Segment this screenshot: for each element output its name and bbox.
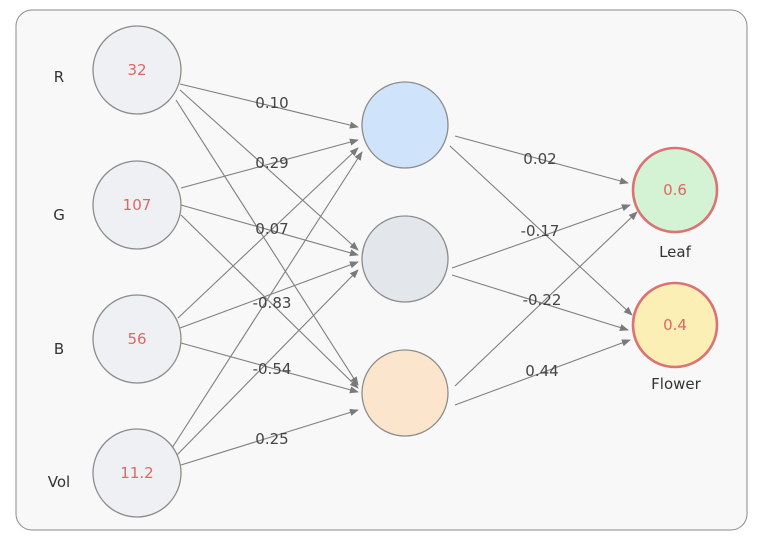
hidden-node-3 bbox=[361, 349, 449, 437]
weight-label: -0.54 bbox=[253, 360, 292, 378]
edge-g-h2 bbox=[180, 204, 359, 257]
output-node-flower bbox=[631, 281, 719, 369]
edge-h3-leaf bbox=[454, 211, 638, 387]
edge-h2-flower bbox=[451, 274, 629, 332]
weight-label: -0.22 bbox=[523, 291, 562, 309]
hidden-node-1 bbox=[361, 81, 449, 169]
input-value-g: 107 bbox=[123, 196, 152, 214]
edge-r-h1 bbox=[179, 83, 359, 129]
edge-vol-h2 bbox=[175, 269, 359, 457]
edge-h1-leaf bbox=[454, 135, 629, 185]
edge-r-h2 bbox=[179, 89, 359, 251]
weight-labels: 0.10 0.29 0.07 -0.83 -0.54 0.25 0.02 -0.… bbox=[253, 94, 562, 448]
input-node-r bbox=[92, 25, 182, 115]
input-label-r: R bbox=[54, 68, 64, 86]
edge-h2-leaf bbox=[451, 204, 631, 269]
edge-h1-flower bbox=[449, 145, 633, 316]
input-node-g bbox=[92, 160, 182, 250]
edge-vol-h3 bbox=[180, 408, 359, 466]
weight-label: 0.44 bbox=[525, 362, 558, 380]
output-value-leaf: 0.6 bbox=[663, 181, 687, 199]
input-value-vol: 11.2 bbox=[120, 464, 153, 482]
edge-r-h3 bbox=[175, 99, 359, 386]
edge-h3-flower bbox=[454, 339, 631, 406]
input-value-b: 56 bbox=[127, 330, 146, 348]
output-label-leaf: Leaf bbox=[659, 243, 692, 261]
weight-label: 0.02 bbox=[523, 150, 556, 168]
output-label-flower: Flower bbox=[651, 375, 701, 393]
edge-g-h3 bbox=[180, 214, 359, 389]
input-node-vol bbox=[92, 428, 182, 518]
weight-label: 0.25 bbox=[255, 430, 288, 448]
weight-label: 0.07 bbox=[255, 220, 288, 238]
weight-label: -0.17 bbox=[521, 222, 560, 240]
hidden-output-edges bbox=[449, 135, 638, 406]
edge-b-h1 bbox=[177, 147, 359, 319]
hidden-node-2 bbox=[361, 215, 449, 303]
input-label-b: B bbox=[54, 340, 64, 358]
hidden-layer bbox=[361, 81, 449, 437]
input-value-r: 32 bbox=[127, 61, 146, 79]
input-node-b bbox=[92, 294, 182, 384]
input-layer: R 32 G 107 B 56 Vol 11.2 bbox=[48, 25, 182, 518]
edge-g-h1 bbox=[180, 138, 359, 189]
output-node-leaf bbox=[631, 146, 719, 234]
weight-label: 0.29 bbox=[255, 154, 288, 172]
edge-vol-h1 bbox=[171, 151, 363, 449]
edge-b-h2 bbox=[179, 261, 359, 329]
output-value-flower: 0.4 bbox=[663, 316, 687, 334]
edge-b-h3 bbox=[180, 342, 359, 394]
input-hidden-edges bbox=[171, 83, 363, 466]
weight-label: -0.83 bbox=[253, 294, 292, 312]
input-label-vol: Vol bbox=[48, 473, 70, 491]
input-label-g: G bbox=[53, 206, 65, 224]
output-layer: 0.6 Leaf 0.4 Flower bbox=[631, 146, 719, 393]
weight-label: 0.10 bbox=[255, 94, 288, 112]
